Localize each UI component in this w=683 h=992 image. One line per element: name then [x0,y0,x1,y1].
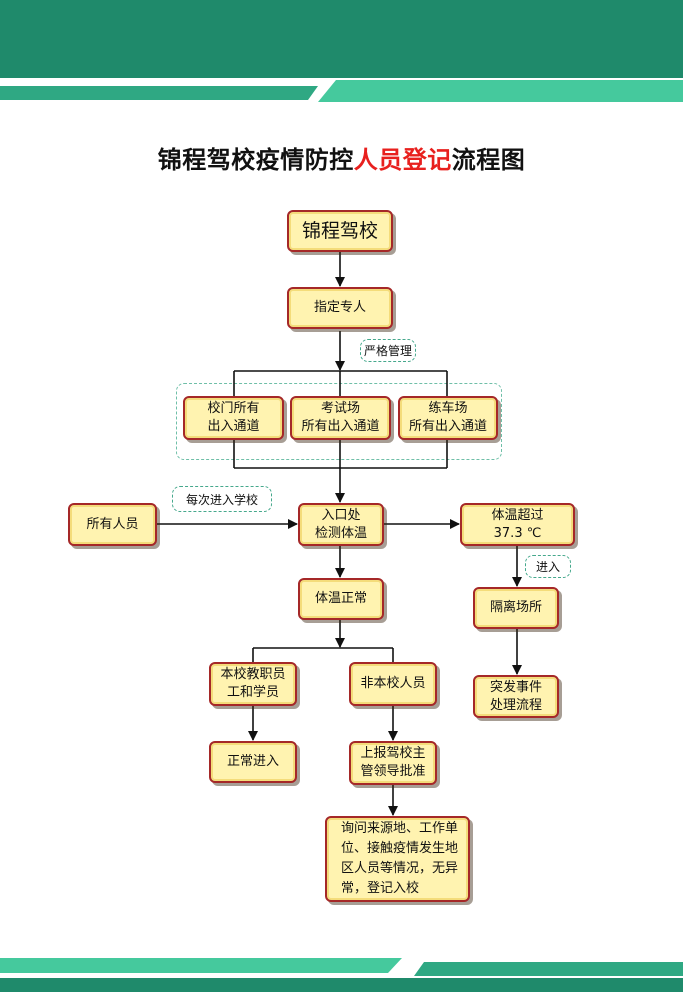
node-non-staff: 非本校人员 [349,662,437,706]
top-left-stripe [0,86,318,100]
node-exam: 考试场 所有出入通道 [290,396,391,440]
bottom-right-stripe [414,962,683,976]
node-designate: 指定专人 [287,287,393,329]
node-normal-temp: 体温正常 [298,578,384,620]
node-normal-entry: 正常进入 [209,741,297,783]
top-dark-band [0,0,683,78]
title-prefix: 锦程驾校疫情防控 [157,146,354,174]
node-isolation: 隔离场所 [473,587,559,629]
top-right-stripe [318,80,683,102]
node-staff: 本校教职员 工和学员 [209,662,297,706]
node-report: 上报驾校主 管领导批准 [349,741,437,785]
channels-group [176,383,502,460]
bottom-left-stripe [0,958,402,973]
bottom-dark-band [0,978,683,992]
node-entrance: 入口处 检测体温 [298,503,384,546]
node-gate: 校门所有 出入通道 [183,396,284,440]
node-over-temp: 体温超过 37.3 ℃ [460,503,575,546]
label-enter: 进入 [525,555,571,578]
page-title: 锦程驾校疫情防控人员登记流程图 [0,140,683,175]
node-all-people: 所有人员 [68,503,157,546]
node-practice: 练车场 所有出入通道 [398,396,498,440]
top-white-gap [0,78,683,80]
label-each-entry: 每次进入学校 [172,486,272,512]
title-suffix: 流程图 [451,146,526,174]
node-school: 锦程驾校 [287,210,393,252]
node-inquiry: 询问来源地、工作单 位、接触疫情发生地 区人员等情况，无异 常，登记入校 [325,816,470,902]
label-strict: 严格管理 [360,339,416,362]
title-highlight: 人员登记 [353,146,452,174]
node-emergency: 突发事件 处理流程 [473,675,559,718]
